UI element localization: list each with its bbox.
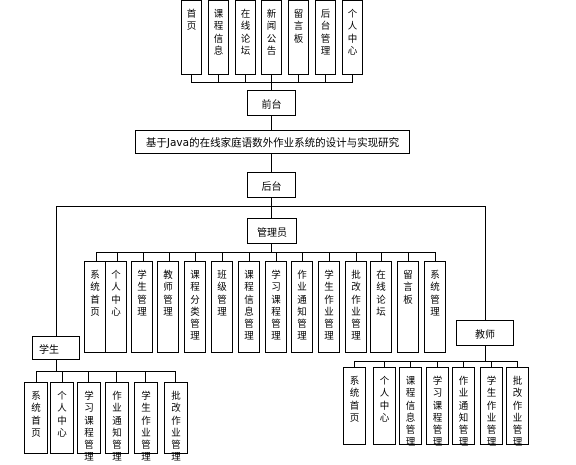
student-module-label: 个人中心 <box>57 391 67 439</box>
teacher-module-label: 个人中心 <box>379 376 390 424</box>
admin-module: 学生管理 <box>131 261 153 353</box>
admin-module-label: 个人中心 <box>111 270 121 318</box>
admin-module: 学生作业管理 <box>318 261 340 353</box>
student-module-label: 系统首页 <box>31 391 41 439</box>
teacher-module: 学习课程管理 <box>426 367 449 448</box>
teacher-node: 教师 <box>456 320 514 346</box>
frontend-module-label: 个人中心 <box>347 9 358 57</box>
admin-module: 课程信息管理 <box>238 261 260 353</box>
admin-module: 教师管理 <box>157 261 179 353</box>
teacher-module: 个人中心 <box>373 367 396 445</box>
admin-module: 个人中心 <box>105 261 127 353</box>
frontend-module-label: 课程信息 <box>213 9 224 57</box>
backend-node: 后台 <box>247 172 296 198</box>
student-node: 学生 <box>32 336 80 360</box>
admin-module-label: 学生管理 <box>137 270 147 318</box>
admin-module: 留言板 <box>397 261 419 353</box>
frontend-module-label: 留言板 <box>293 9 304 45</box>
admin-module-label: 批改作业管理 <box>351 270 361 343</box>
frontend-module-label: 后台管理 <box>320 9 331 57</box>
student-module-label: 学习课程管理 <box>84 391 94 464</box>
frontend-module: 留言板 <box>288 0 309 75</box>
student-module: 学生作业管理 <box>134 382 158 463</box>
teacher-module: 课程信息管理 <box>399 367 422 448</box>
student-module: 批改作业管理 <box>164 382 188 463</box>
student-module-label: 作业通知管理 <box>112 391 122 464</box>
admin-module-label: 作业通知管理 <box>297 270 307 343</box>
admin-module-label: 系统首页 <box>90 270 100 318</box>
teacher-module: 作业通知管理 <box>452 367 475 448</box>
teacher-module-label: 作业通知管理 <box>458 376 469 449</box>
student-module-label: 学生作业管理 <box>141 391 151 464</box>
admin-module: 批改作业管理 <box>345 261 367 353</box>
student-module: 学习课程管理 <box>77 382 101 463</box>
admin-module: 课程分类管理 <box>184 261 206 353</box>
student-module: 系统首页 <box>24 382 48 454</box>
student-module: 作业通知管理 <box>105 382 129 463</box>
frontend-module: 个人中心 <box>342 0 363 75</box>
student-module-label: 批改作业管理 <box>171 391 181 464</box>
admin-module: 学习课程管理 <box>265 261 287 353</box>
student-module: 个人中心 <box>50 382 74 454</box>
teacher-module-label: 批改作业管理 <box>512 376 523 449</box>
admin-module-label: 班级管理 <box>217 270 227 318</box>
teacher-module-label: 学生作业管理 <box>486 376 497 449</box>
teacher-module: 批改作业管理 <box>506 367 529 448</box>
frontend-module: 首页 <box>181 0 202 75</box>
teacher-module-label: 系统首页 <box>349 376 360 424</box>
root-node: 基于Java的在线家庭语数外作业系统的设计与实现研究 <box>135 130 410 154</box>
frontend-node: 前台 <box>247 90 296 116</box>
frontend-module: 后台管理 <box>315 0 336 75</box>
frontend-module-label: 新闻公告 <box>266 9 277 57</box>
admin-module-label: 在线论坛 <box>376 270 386 318</box>
frontend-module-label: 在线论坛 <box>240 9 251 57</box>
admin-module-label: 学生作业管理 <box>324 270 334 343</box>
teacher-module-label: 学习课程管理 <box>432 376 443 449</box>
teacher-module: 系统首页 <box>343 367 366 445</box>
admin-module: 系统首页 <box>84 261 106 353</box>
frontend-module: 课程信息 <box>208 0 229 75</box>
teacher-module: 学生作业管理 <box>480 367 503 448</box>
admin-node: 管理员 <box>247 218 297 244</box>
frontend-module: 新闻公告 <box>261 0 282 75</box>
admin-module-label: 留言板 <box>403 270 413 306</box>
admin-module: 作业通知管理 <box>291 261 313 353</box>
admin-module: 在线论坛 <box>370 261 392 353</box>
admin-module-label: 教师管理 <box>163 270 173 318</box>
admin-module-label: 课程分类管理 <box>190 270 200 343</box>
teacher-module-label: 课程信息管理 <box>405 376 416 449</box>
admin-module: 系统管理 <box>424 261 446 353</box>
admin-module-label: 系统管理 <box>430 270 440 318</box>
frontend-module: 在线论坛 <box>235 0 256 75</box>
admin-module-label: 学习课程管理 <box>271 270 281 343</box>
frontend-module-label: 首页 <box>186 9 197 33</box>
admin-module-label: 课程信息管理 <box>244 270 254 343</box>
admin-module: 班级管理 <box>211 261 233 353</box>
